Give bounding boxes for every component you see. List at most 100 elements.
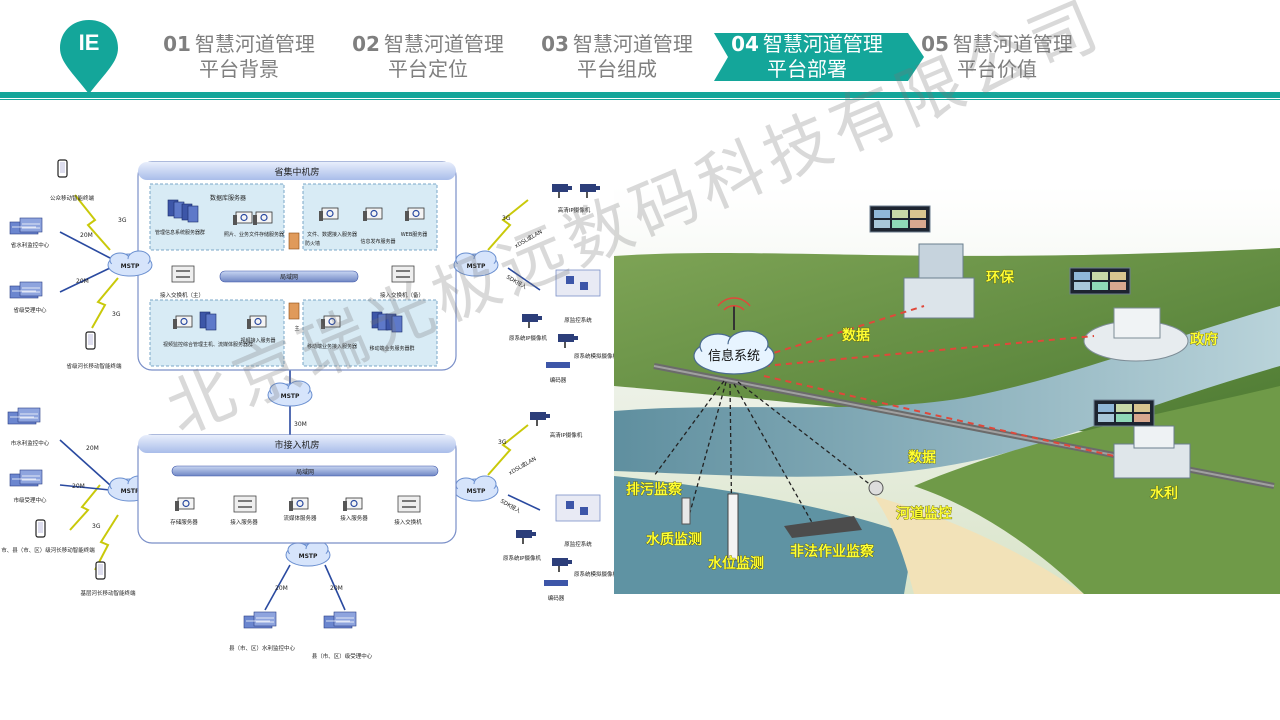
info-system-cloud (693, 330, 775, 375)
mobs-server-label: 移动端业务服务器群 (369, 345, 414, 352)
county-water-label: 县（市、区）水利监控中心 (229, 644, 296, 652)
logo-pin-icon (60, 20, 118, 94)
g3-label-2: 3G (112, 311, 121, 318)
label-water-level: 水位监测 (708, 555, 764, 572)
city-switch-label: 接入交换机 (394, 518, 422, 526)
header-divider (0, 92, 1280, 98)
main-label: 主 (294, 325, 299, 332)
g3-label-4: 3G (502, 215, 511, 222)
label-channel-monitor: 河道监控 (896, 505, 952, 522)
bw-20m-label-1: 20M (80, 232, 93, 239)
mstp-cloud-county: MSTP (299, 553, 318, 560)
info-system-label: 信息系统 (708, 348, 760, 364)
water-quality-sensor-icon (681, 497, 691, 525)
file-server-label: 文件、数据接入服务器 (307, 231, 357, 238)
label-water: 水利 (1150, 485, 1178, 502)
firewall-icon-2 (288, 302, 300, 320)
city-room-title: 市接入机房 (274, 439, 319, 451)
label-water-quality: 水质监测 (646, 531, 702, 548)
county-accept-label: 县（市、区）级受理中心 (312, 652, 373, 660)
g3-label-3: 3G (92, 523, 101, 530)
city-stream-label: 流媒体服务器 (283, 514, 317, 522)
orig-monitor-system-icon-2 (555, 494, 601, 522)
bw-20m-label-5: 20M (275, 585, 288, 592)
mgmt-server-label: 管理信息系统服务器群 (155, 229, 205, 236)
river-deployment-scene: 信息系统 环保 政府 水利 数据 数据 排污监察 水质监测 水位监测 非法作业监… (614, 186, 1280, 594)
building-water (1113, 425, 1191, 479)
label-data-2: 数据 (908, 449, 936, 466)
orig-sys-label: 原监控系统 (564, 316, 592, 324)
city-store-label: 存储服务器 (170, 518, 198, 526)
vid-server-label: 视频监控综合管理主机、流媒体服务器群 (163, 341, 253, 348)
encoder-icon-2 (544, 580, 568, 586)
dome-camera-icon (868, 480, 884, 496)
g3-label-5: 3G (498, 439, 507, 446)
orig-monitor-system-icon (555, 269, 601, 297)
orig-analog-label: 原系统模拟摄像机 (574, 352, 619, 360)
sdk-label-1: SDK接入 (505, 273, 529, 291)
prov-chief-label: 省级河长移动智能终端 (66, 362, 122, 370)
city-access-label: 接入服务器 (230, 518, 258, 526)
active-tab-arrow (714, 33, 924, 81)
bw-20m-label-3: 20M (86, 445, 99, 452)
label-data-1: 数据 (842, 327, 870, 344)
switch-backup-label: 接入交换机（备） (380, 291, 424, 299)
prov-water-label: 省水利监控中心 (11, 241, 50, 249)
cam-top-label: 高清IP摄像机 (558, 206, 591, 214)
header-divider-thin (0, 99, 1280, 100)
orig-analog2-label: 原系统模拟摄像机 (574, 570, 619, 578)
web-server-label: WEB服务器 (401, 231, 428, 238)
bw-20m-label-4: 20M (72, 483, 85, 490)
orig-sys2-label: 原监控系统 (564, 540, 592, 548)
orig-ip2-label: 原系统IP摄像机 (503, 554, 541, 562)
building-gov (1083, 307, 1189, 362)
firewall-icon (288, 232, 300, 250)
vin-server-label: 视频接入服务器 (240, 337, 275, 344)
g3-label-1: 3G (118, 217, 127, 224)
mob-server-label: 移动端业务接入服务器 (307, 343, 357, 350)
xdsl-label-1: xDSL或LAN (513, 227, 544, 249)
cam-city-label: 高清IP摄像机 (550, 431, 583, 439)
firewall-label: 防火墙 (305, 240, 320, 247)
bw-20m-label-6: 20M (330, 585, 343, 592)
network-topology-diagram: 省集中机房 局域网 数据库服务器 管理信息系统服务器群 照片、业务文件存储服务器… (1, 159, 619, 660)
mstp-cloud-prov-left: MSTP (121, 263, 140, 270)
base-chief-label: 基层河长移动智能终端 (80, 589, 136, 597)
county-chief-label: 市、县（市、区）级河长移动智能终端 (1, 546, 95, 554)
city-access2-label: 接入服务器 (340, 514, 368, 522)
mstp-cloud-prov-right: MSTP (467, 263, 486, 270)
antenna-icon (717, 297, 751, 330)
city-water-label: 市水利监控中心 (11, 439, 50, 447)
orig-ip-label: 原系统IP摄像机 (509, 334, 547, 342)
mstp-cloud-city-right: MSTP (467, 488, 486, 495)
label-sewage: 排污监察 (626, 481, 683, 498)
prov-room-title: 省集中机房 (274, 166, 319, 178)
label-gov: 政府 (1190, 331, 1218, 348)
encoder-icon (546, 362, 570, 368)
prov-accept-label: 省级受理中心 (13, 306, 47, 314)
bw-30m-label: 30M (294, 421, 307, 428)
label-illegal-ops: 非法作业监察 (790, 543, 875, 560)
msg-server-label: 信息发布服务器 (360, 238, 395, 245)
label-env: 环保 (986, 269, 1015, 286)
logo-text: IE (78, 30, 100, 55)
bw-20m-label-2: 20M (76, 278, 89, 285)
boat-icon (784, 516, 862, 538)
encoder2-label: 编码器 (548, 594, 565, 602)
encoder-label: 编码器 (550, 376, 567, 384)
city-accept-label: 市级受理中心 (13, 496, 47, 504)
water-level-gauge-icon (727, 493, 739, 561)
xdsl-label-2: xDSL或LAN (507, 454, 538, 476)
db-server-label: 数据库服务器 (210, 194, 246, 202)
prov-lan-label: 局域网 (280, 273, 298, 281)
mstp-cloud-city-left: MSTP (121, 488, 140, 495)
switch-main-label: 接入交换机（主） (160, 291, 204, 299)
public-mobile-label: 公众移动智能终端 (50, 194, 95, 202)
building-env (903, 243, 975, 319)
mstp-cloud-middle: MSTP (281, 393, 300, 400)
